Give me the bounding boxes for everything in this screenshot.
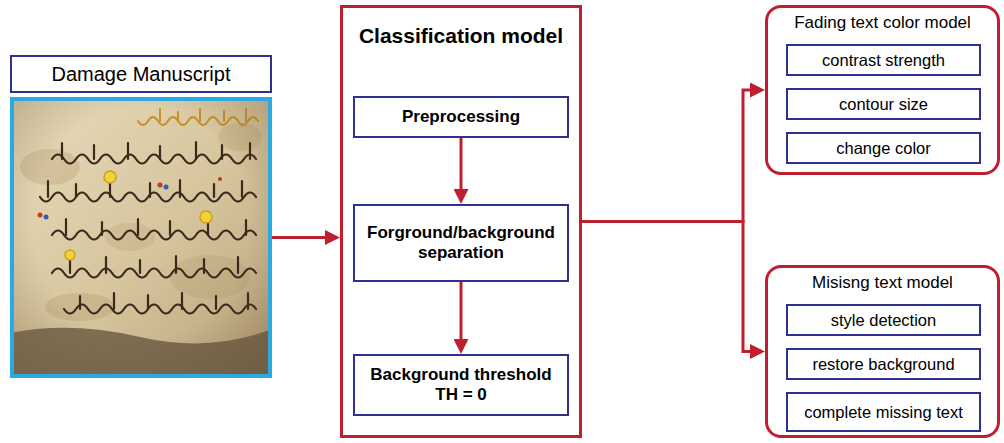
process-box: Forground/background separation (353, 204, 569, 282)
feature-label: contour size (839, 95, 928, 114)
process-box: Preprocessing (353, 96, 569, 138)
feature-box: complete missing text (786, 392, 981, 432)
model-group: Misisng text model style detection restore… (765, 265, 1000, 438)
parchment (10, 97, 272, 378)
model-title: Classification model (343, 8, 579, 48)
process-box: Background threshold TH = 0 (353, 354, 569, 416)
feature-label: change color (836, 139, 930, 158)
feature-label: restore background (812, 355, 954, 374)
flow-arrow (582, 222, 759, 352)
model-group: Fading text color model contrast strength… (765, 5, 1000, 175)
step-label: Forground/background separation (359, 223, 563, 264)
manuscript-frame: Damage Manuscript (10, 97, 272, 378)
feature-box: restore background (786, 348, 981, 380)
feature-box: change color (786, 132, 981, 164)
step-label: Preprocessing (402, 107, 520, 127)
feature-label: contrast strength (822, 51, 945, 70)
flow-arrow (460, 138, 463, 198)
feature-box: contrast strength (786, 44, 981, 76)
vignette (10, 97, 272, 378)
group-title: Misisng text model (768, 268, 997, 293)
feature-label: style detection (831, 311, 936, 330)
model-box: Classification modelPreprocessingForgrou… (340, 5, 582, 438)
feature-box: contour size (786, 88, 981, 120)
flow-arrow (272, 236, 334, 239)
flow-arrow (582, 90, 759, 222)
group-title: Fading text color model (768, 8, 997, 33)
frame-heading: Damage Manuscript (10, 55, 272, 93)
step-label: Background threshold TH = 0 (359, 365, 563, 406)
feature-label: complete missing text (804, 403, 963, 422)
flow-arrow (460, 282, 463, 348)
feature-box: style detection (786, 304, 981, 336)
manuscript-photo (10, 97, 272, 378)
